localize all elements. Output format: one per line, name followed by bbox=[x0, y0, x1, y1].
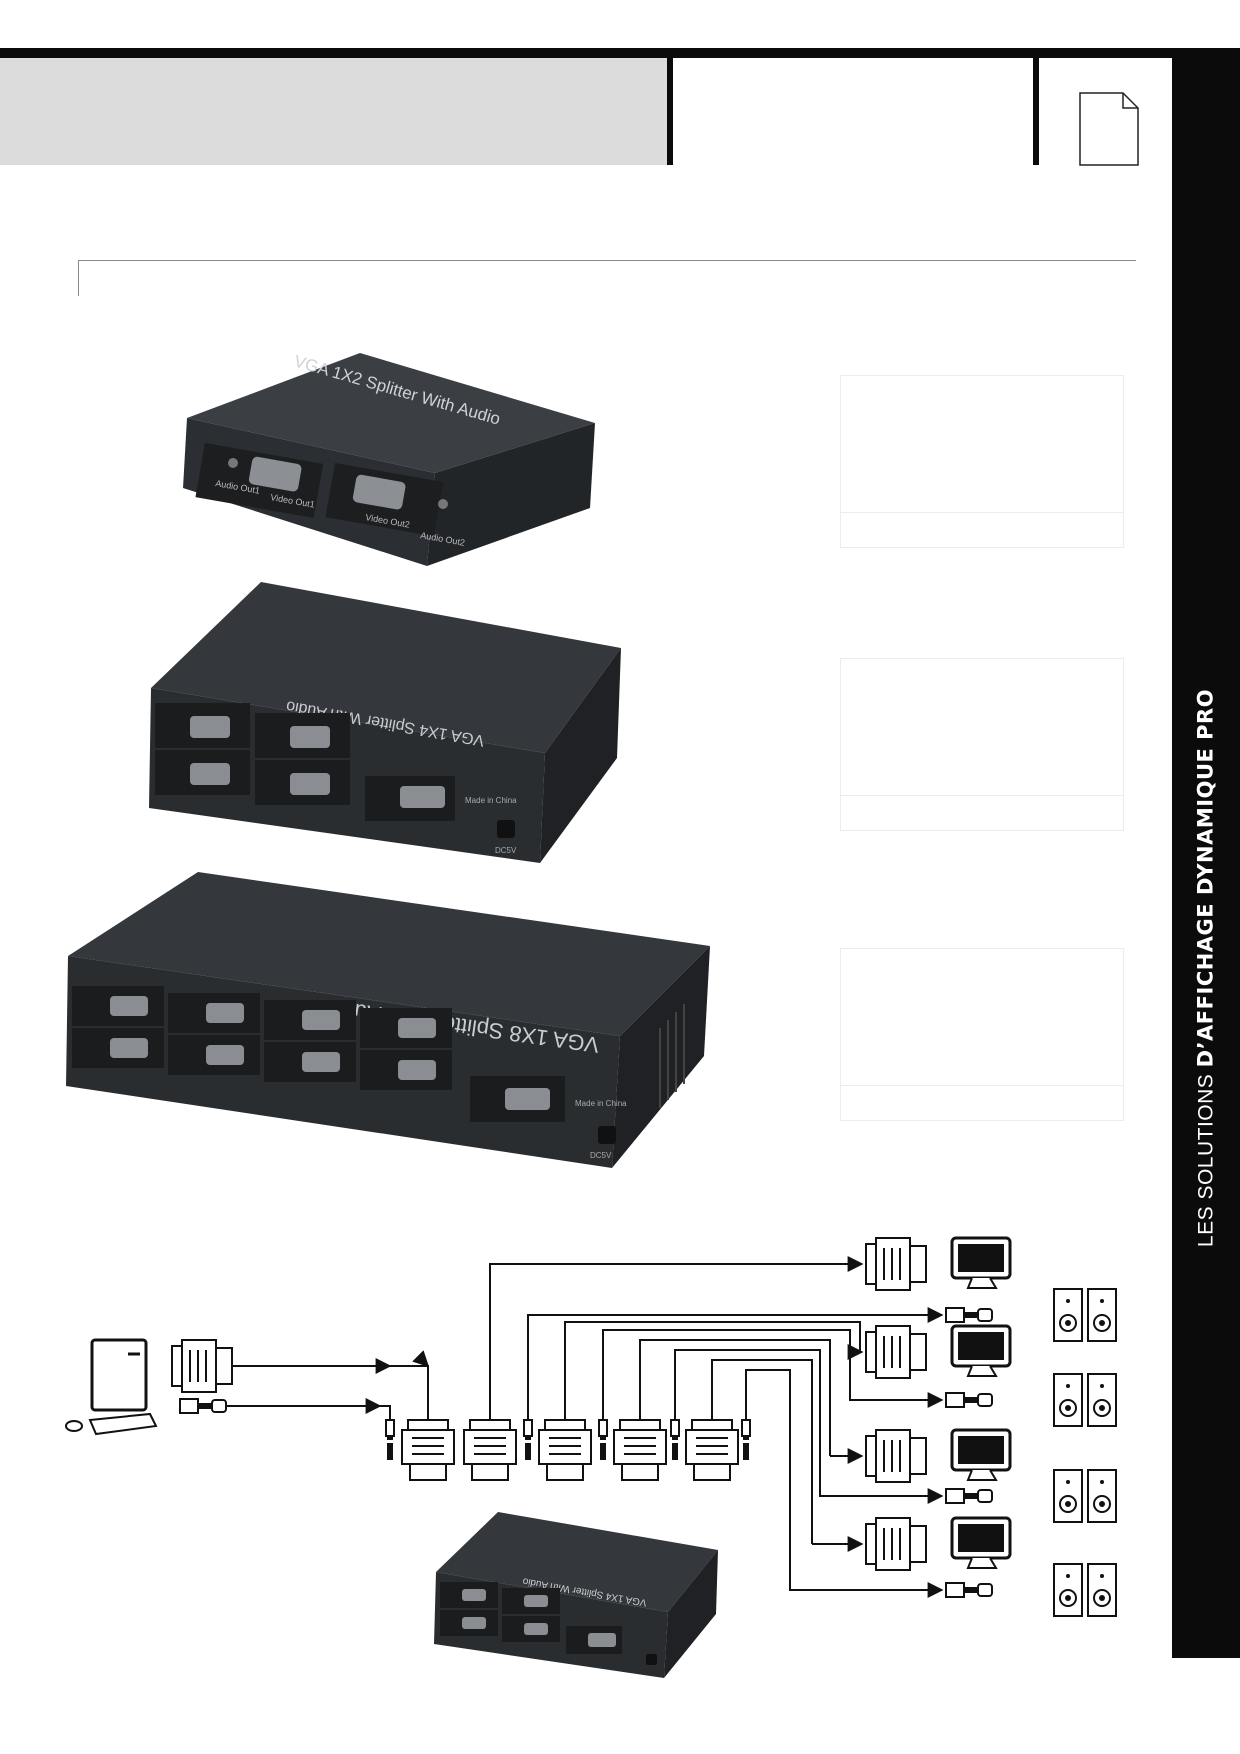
monitor-icon bbox=[950, 1324, 1012, 1378]
speakers-icon bbox=[1053, 1288, 1117, 1342]
vga-plug-output-icon bbox=[865, 1325, 927, 1379]
audio-jack-icon bbox=[385, 1419, 395, 1461]
product-image-1x8: VGA 1X8 Splitter With Audio Made in Chin… bbox=[66, 872, 710, 1168]
vga-plug-output-icon bbox=[865, 1517, 927, 1571]
vga-connector-icon bbox=[401, 1419, 455, 1481]
section-rule bbox=[78, 260, 1136, 261]
spec-box-footer bbox=[841, 1085, 1123, 1120]
monitor-icon bbox=[950, 1428, 1012, 1482]
sidebar-label-bold: D’AFFICHAGE DYNAMIQUE PRO bbox=[1193, 688, 1218, 1068]
audio-plug-output-icon bbox=[945, 1488, 993, 1504]
spec-box-1x4 bbox=[840, 658, 1124, 831]
vga-plug-output-icon bbox=[865, 1429, 927, 1483]
audio-jack-icon bbox=[523, 1419, 533, 1461]
audio-jack-icon bbox=[670, 1419, 680, 1461]
section-rule-tick bbox=[78, 260, 79, 296]
vga-connector-icon bbox=[613, 1419, 667, 1481]
audio-plug-output-icon bbox=[945, 1582, 993, 1598]
product-3-marks: Made in China bbox=[575, 1099, 627, 1108]
computer-icon bbox=[65, 1338, 158, 1436]
speakers-icon bbox=[1053, 1563, 1117, 1617]
vga-plug-output-icon bbox=[865, 1237, 927, 1291]
product-image-1x4: VGA 1X4 Splitter With Audio Made in Chin… bbox=[149, 582, 621, 863]
audio-jack-icon bbox=[598, 1419, 608, 1461]
audio-plug-output-icon bbox=[945, 1307, 993, 1323]
header-top-bar bbox=[0, 48, 1172, 58]
sidebar-label-light: LES SOLUTIONS bbox=[1194, 1067, 1218, 1248]
audio-plug-output-icon bbox=[945, 1392, 993, 1408]
product-2-marks: Made in China bbox=[465, 796, 517, 805]
header-title-panel bbox=[0, 58, 667, 165]
vga-connector-icon bbox=[463, 1419, 517, 1481]
spec-box-1x2 bbox=[840, 375, 1124, 548]
header-divider-1 bbox=[667, 58, 673, 165]
speakers-icon bbox=[1053, 1469, 1117, 1523]
connection-diagram bbox=[65, 1236, 1117, 1617]
sidebar-label: LES SOLUTIONS D’AFFICHAGE DYNAMIQUE PRO bbox=[1194, 689, 1219, 1247]
header-divider-2 bbox=[1033, 58, 1039, 165]
vga-connector-icon bbox=[538, 1419, 592, 1481]
speakers-icon bbox=[1053, 1373, 1117, 1427]
spec-box-footer bbox=[841, 512, 1123, 547]
vga-plug-input-icon bbox=[171, 1339, 233, 1393]
document-icon bbox=[1079, 92, 1139, 166]
spec-box-1x8 bbox=[840, 948, 1124, 1121]
monitor-icon bbox=[950, 1236, 1012, 1290]
audio-jack-icon bbox=[741, 1419, 751, 1461]
product-image-diagram-1x4: VGA 1X4 Splitter With Audio bbox=[434, 1512, 718, 1678]
spec-box-footer bbox=[841, 795, 1123, 830]
monitor-icon bbox=[950, 1516, 1012, 1570]
sidebar-band: LES SOLUTIONS D’AFFICHAGE DYNAMIQUE PRO bbox=[1172, 48, 1240, 1658]
vga-connector-icon bbox=[685, 1419, 739, 1481]
product-image-1x2: VGA 1X2 Splitter With Audio Audio Out1 V… bbox=[183, 352, 595, 566]
product-2-power: DC5V bbox=[495, 846, 517, 855]
audio-plug-input-icon bbox=[179, 1398, 227, 1414]
product-3-power: DC5V bbox=[590, 1151, 612, 1160]
